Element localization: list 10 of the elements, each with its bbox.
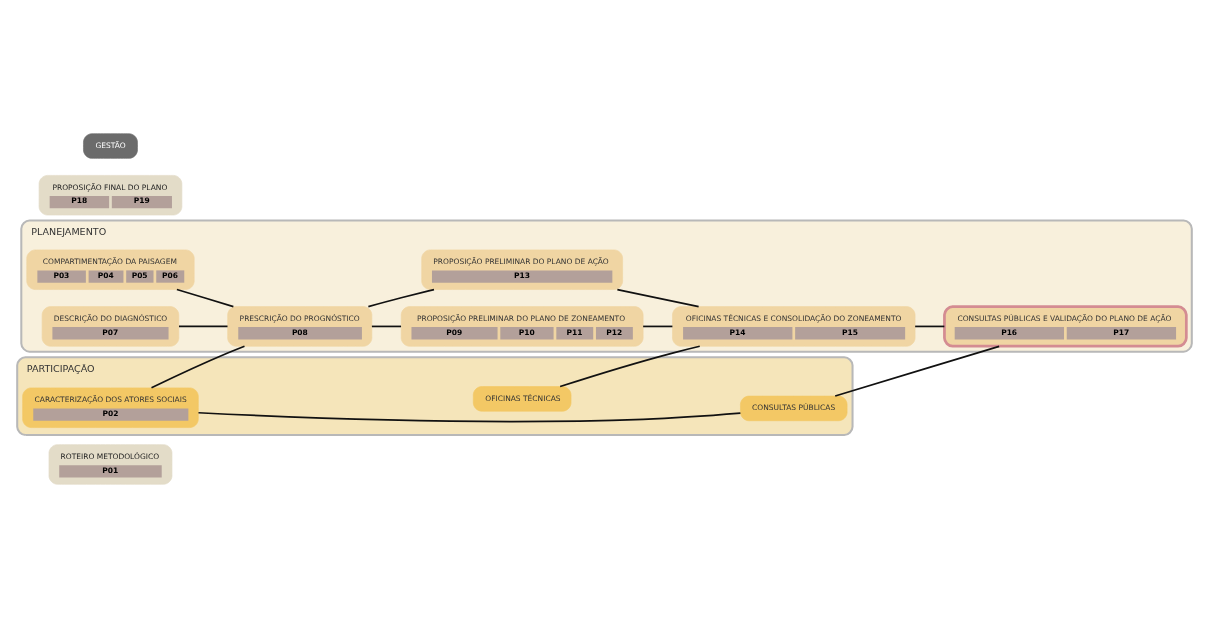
connector xyxy=(197,411,742,423)
connector xyxy=(367,288,435,308)
connector xyxy=(914,325,946,328)
connector xyxy=(150,345,246,389)
connector xyxy=(559,345,701,388)
connector xyxy=(178,325,229,328)
connector xyxy=(176,288,235,308)
connector xyxy=(371,325,402,328)
connector xyxy=(616,288,700,308)
connector xyxy=(642,325,674,328)
